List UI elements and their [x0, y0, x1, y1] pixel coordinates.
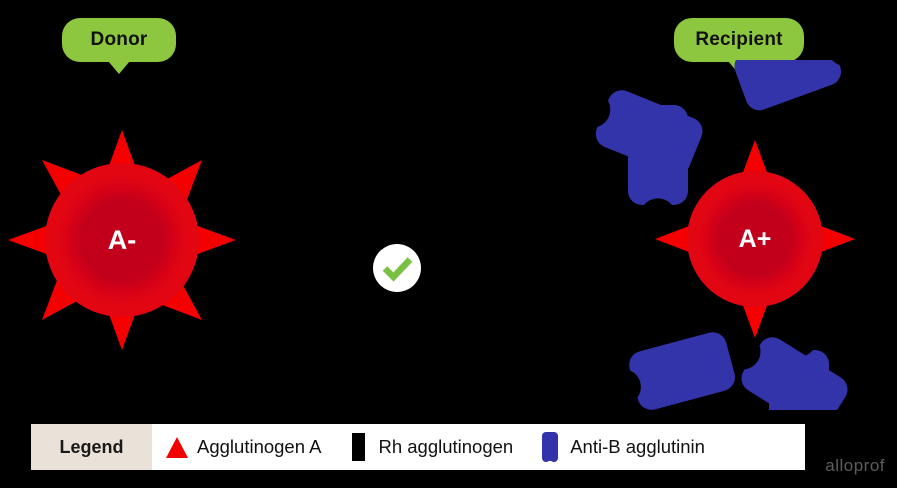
recipient-blood-cell: A+: [655, 140, 855, 338]
antibody-bottom-left: [626, 329, 739, 413]
donor-label-text: Donor: [90, 29, 148, 50]
donor-label-bubble: Donor: [62, 18, 176, 62]
donor-cell-body: [45, 163, 199, 317]
legend: Legend Agglutinogen A Rh agglutinogen: [31, 424, 805, 470]
legend-label-anti-b-agglutinin: Anti-B agglutinin: [570, 436, 705, 457]
compatibility-status-icon: [372, 243, 422, 293]
antibody-left: [628, 105, 688, 205]
legend-label-agglutinogen-a: Agglutinogen A: [197, 436, 322, 457]
antibody-bottom-right: [736, 332, 853, 436]
recipient-antibody-cluster: [560, 23, 897, 450]
legend-label-rh-agglutinogen: Rh agglutinogen: [378, 436, 514, 457]
check-circle-background: [373, 244, 421, 292]
donor-blood-cell: A-: [8, 130, 236, 350]
legend-item-rh-agglutinogen: Rh agglutinogen: [347, 432, 513, 462]
recipient-label-bubble: Recipient: [674, 18, 804, 62]
check-icon: [382, 257, 413, 282]
antibody-icon: [539, 432, 561, 462]
recipient-label-text: Recipient: [695, 29, 783, 50]
legend-title: Legend: [59, 436, 124, 457]
antibody-top-right: [730, 23, 845, 115]
rectangle-icon: [347, 432, 369, 462]
legend-item-anti-b-agglutinin: Anti-B agglutinin: [539, 432, 705, 462]
watermark: alloprof: [825, 456, 885, 475]
legend-items: Agglutinogen A Rh agglutinogen Anti-B ag…: [152, 424, 805, 470]
legend-item-agglutinogen-a: Agglutinogen A: [166, 432, 321, 462]
recipient-cell-body: [687, 171, 823, 307]
triangle-icon: [166, 432, 188, 462]
legend-title-cell: Legend: [31, 424, 152, 470]
